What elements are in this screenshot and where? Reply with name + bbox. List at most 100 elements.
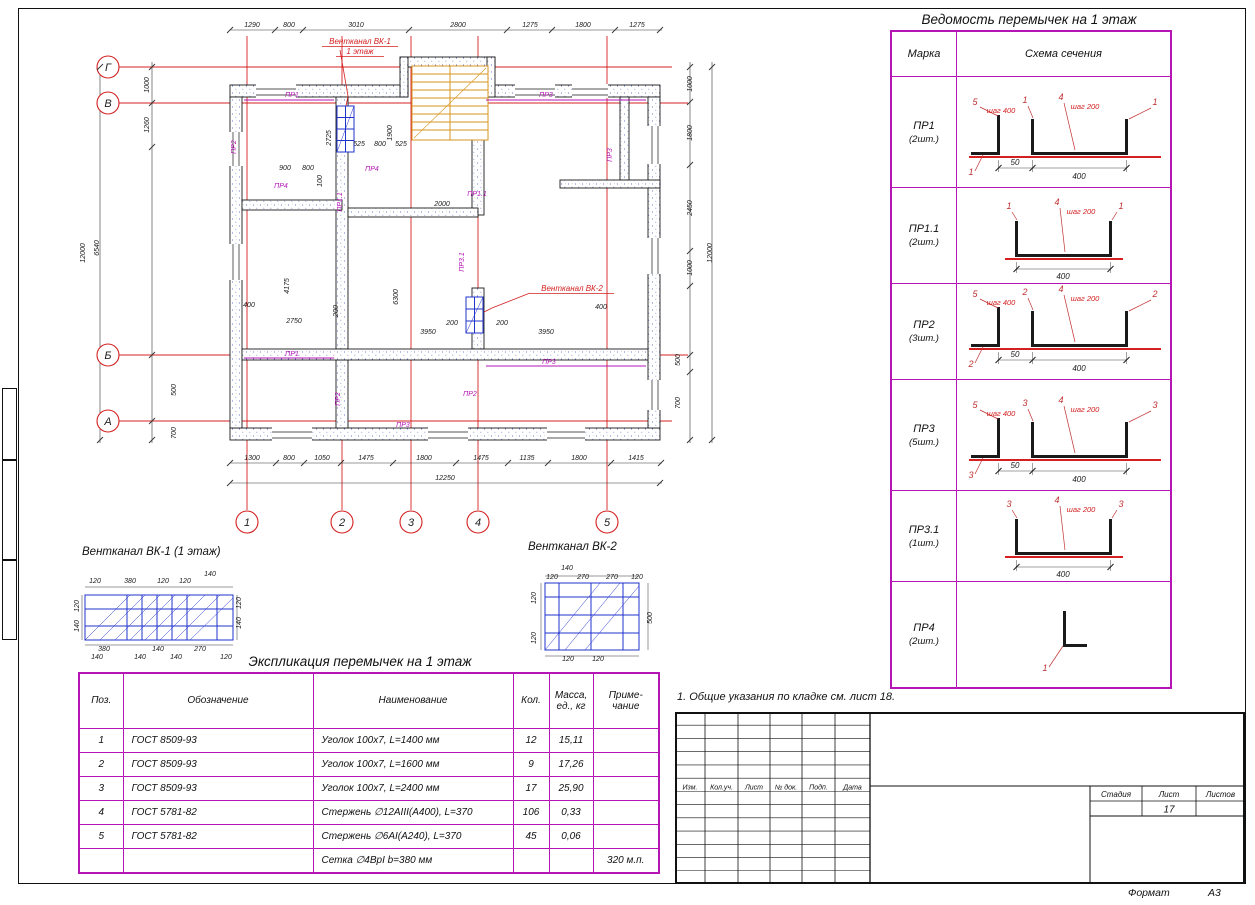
table-cell: ГОСТ 8509-93 bbox=[122, 728, 314, 753]
dim-label: 1275 bbox=[629, 22, 645, 29]
margin-stamp bbox=[2, 460, 17, 560]
column-header: Наименование bbox=[312, 672, 514, 729]
table-cell bbox=[592, 800, 660, 825]
dim-label: 1135 bbox=[519, 455, 534, 462]
dim-label: ПР1.1 bbox=[337, 192, 344, 212]
dim-label: 270 bbox=[193, 646, 206, 653]
section-label: 400 bbox=[1056, 272, 1070, 281]
section-label: 1 bbox=[1152, 97, 1157, 107]
column-header: Поз. bbox=[78, 672, 124, 729]
table-cell: Уголок 100х7, L=1400 мм bbox=[312, 728, 514, 753]
section-cell: 1 bbox=[957, 582, 1170, 687]
section-label: шаг 200 bbox=[1066, 505, 1096, 514]
dim-label: 5 bbox=[604, 517, 611, 529]
dim-label: 800 bbox=[283, 22, 295, 29]
section-label: 5 bbox=[972, 400, 978, 410]
section-label: шаг 200 bbox=[1070, 405, 1100, 414]
section-label: 3 bbox=[1006, 499, 1011, 509]
vent-block-vk1 bbox=[336, 105, 355, 153]
table-cell: ГОСТ 8509-93 bbox=[122, 776, 314, 801]
section-diagram: 1 bbox=[1042, 611, 1087, 673]
dim-label: 200 bbox=[333, 305, 340, 318]
table-cell: 12 bbox=[512, 728, 550, 753]
dim-label: 700 bbox=[675, 397, 682, 409]
section-label: шаг 200 bbox=[1070, 102, 1100, 111]
section-label: 4 bbox=[1058, 284, 1063, 294]
dim-label: 1800 bbox=[687, 125, 694, 141]
dim-label: 120 bbox=[89, 578, 101, 585]
dim-label: 1415 bbox=[628, 455, 644, 462]
dim-label: ПР1 bbox=[285, 351, 299, 358]
dim-label: 1000 bbox=[144, 77, 151, 93]
dim-label: 1800 bbox=[571, 455, 587, 462]
column-header: Масса, ед., кг bbox=[548, 672, 594, 729]
table-cell: Стержень ∅12АIII(А400), L=370 bbox=[312, 800, 514, 825]
titleblock-label: Листов bbox=[1205, 790, 1235, 799]
table-cell bbox=[78, 848, 124, 874]
dim-label: 1290 bbox=[244, 22, 260, 29]
table-cell bbox=[548, 848, 594, 874]
dim-label: Б bbox=[104, 350, 111, 362]
table-cell: 0,06 bbox=[548, 824, 594, 849]
dim-label: 100 bbox=[317, 175, 324, 187]
table-cell: 0,33 bbox=[548, 800, 594, 825]
section-label: 5 bbox=[972, 97, 978, 107]
section-label: 1 bbox=[1042, 663, 1047, 673]
section-label: 50 bbox=[1010, 158, 1019, 167]
dim-label: 800 bbox=[302, 165, 314, 172]
titleblock-label: Дата bbox=[842, 785, 862, 792]
dim-label: 140 bbox=[170, 654, 182, 661]
dim-label: 400 bbox=[595, 304, 607, 311]
table-cell: 1 bbox=[78, 728, 124, 753]
format-label: Формат bbox=[1128, 887, 1170, 899]
table-cell: Уголок 100х7, L=1600 мм bbox=[312, 752, 514, 777]
margin-stamp bbox=[2, 388, 17, 460]
table-cell bbox=[512, 848, 550, 874]
dim-label: 3950 bbox=[420, 329, 436, 336]
general-note: 1. Общие указания по кладке см. лист 18. bbox=[677, 691, 896, 703]
dim-label: 270 bbox=[576, 574, 589, 581]
table-cell: 9 bbox=[512, 752, 550, 777]
dim-label: 2725 bbox=[326, 130, 333, 147]
dim-label: 120 bbox=[546, 574, 558, 581]
table-cell: 106 bbox=[512, 800, 550, 825]
section-label: 2 bbox=[967, 359, 973, 369]
dim-label: 120 bbox=[531, 632, 538, 644]
section-label: 4 bbox=[1054, 495, 1059, 505]
dim-label: 270 bbox=[605, 574, 618, 581]
dim-label: 400 bbox=[243, 302, 255, 309]
sheet-frame bbox=[18, 8, 1246, 884]
column-header: Кол. bbox=[512, 672, 550, 729]
dim-label: 1000 bbox=[687, 260, 694, 276]
dim-label: 800 bbox=[374, 141, 386, 148]
dim-label: 120 bbox=[157, 578, 169, 585]
dim-label: 500 bbox=[675, 354, 682, 366]
dim-label: 1275 bbox=[522, 22, 538, 29]
windows bbox=[229, 84, 661, 441]
section-label: шаг 400 bbox=[986, 106, 1016, 115]
dim-label: 1300 bbox=[244, 455, 260, 462]
dim-label: 200 bbox=[445, 320, 458, 327]
dim-label: 1 bbox=[244, 517, 250, 529]
table-cell: 2 bbox=[78, 752, 124, 777]
lintel-mark: ПР3(5шт.) bbox=[892, 380, 957, 490]
section-label: 1 bbox=[1006, 201, 1011, 211]
dim-label: 3010 bbox=[348, 22, 364, 29]
dim-label: 380 bbox=[124, 578, 136, 585]
section-label: 3 bbox=[1022, 398, 1027, 408]
lintel-mark: ПР4(2шт.) bbox=[892, 582, 957, 687]
dimension-chains bbox=[99, 29, 713, 484]
dim-label: 3950 bbox=[538, 329, 554, 336]
